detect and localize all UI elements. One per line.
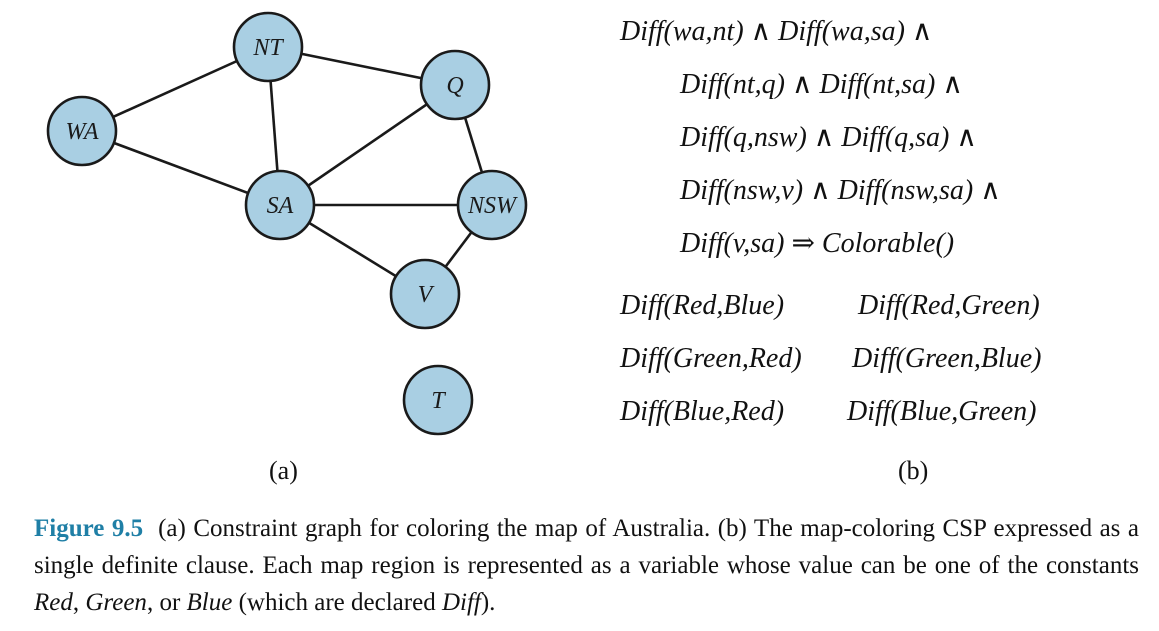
fact-2-1: Diff(Green,Red) — [620, 343, 802, 374]
subfigure-label-a: (a) — [269, 456, 298, 485]
node-label-q: Q — [446, 73, 463, 99]
formula-line-3: Diff(q,nsw) ∧ Diff(q,sa) ∧ — [680, 122, 977, 153]
node-sa — [244, 169, 316, 241]
formula-line-1: Diff(wa,nt) ∧ Diff(wa,sa) ∧ — [620, 16, 933, 47]
node-label-nsw: NSW — [467, 193, 518, 219]
figure-caption: Figure 9.5 (a) Constraint graph for colo… — [34, 510, 1139, 621]
edge-sa-q — [279, 83, 456, 207]
caption-text-1: (a) Constraint graph for coloring the ma… — [34, 515, 1139, 579]
figure-number: Figure 9.5 — [34, 515, 144, 542]
node-label-t: T — [431, 388, 446, 414]
node-t — [402, 364, 474, 436]
caption-blue: Blue — [186, 589, 233, 616]
fact-3-2: Diff(Blue,Green) — [847, 396, 1037, 427]
constraint-graph: NT Q WA SA NSW V T — [46, 11, 528, 436]
caption-text-3: ). — [480, 589, 496, 616]
subfigure-label-b: (b) — [898, 456, 929, 485]
node-label-nt: NT — [252, 35, 284, 61]
caption-text-2: (which are declared — [232, 589, 442, 616]
caption-sep-2: , or — [146, 589, 187, 616]
formula-line-5: Diff(v,sa) ⇒ Colorable() — [680, 228, 955, 259]
formula-line-2: Diff(nt,q) ∧ Diff(nt,sa) ∧ — [680, 69, 963, 100]
formula-line-4: Diff(nsw,v) ∧ Diff(nsw,sa) ∧ — [680, 175, 1001, 206]
fact-2-2: Diff(Green,Blue) — [852, 343, 1042, 374]
graph-nodes: NT Q WA SA NSW V T — [46, 11, 528, 436]
fact-1-2: Diff(Red,Green) — [858, 290, 1040, 321]
caption-red: Red — [34, 589, 73, 616]
node-nsw — [456, 169, 528, 241]
fact-3-1: Diff(Blue,Red) — [620, 396, 785, 427]
caption-green: Green — [85, 589, 147, 616]
node-q — [419, 49, 491, 121]
caption-sep-1: , — [72, 589, 86, 616]
node-nt — [232, 11, 304, 83]
node-wa — [46, 95, 118, 167]
node-label-wa: WA — [66, 119, 99, 145]
fact-1-1: Diff(Red,Blue) — [620, 290, 785, 321]
node-v — [389, 258, 461, 330]
node-label-v: V — [418, 282, 435, 308]
caption-diff: Diff — [441, 589, 481, 616]
node-label-sa: SA — [267, 193, 294, 219]
